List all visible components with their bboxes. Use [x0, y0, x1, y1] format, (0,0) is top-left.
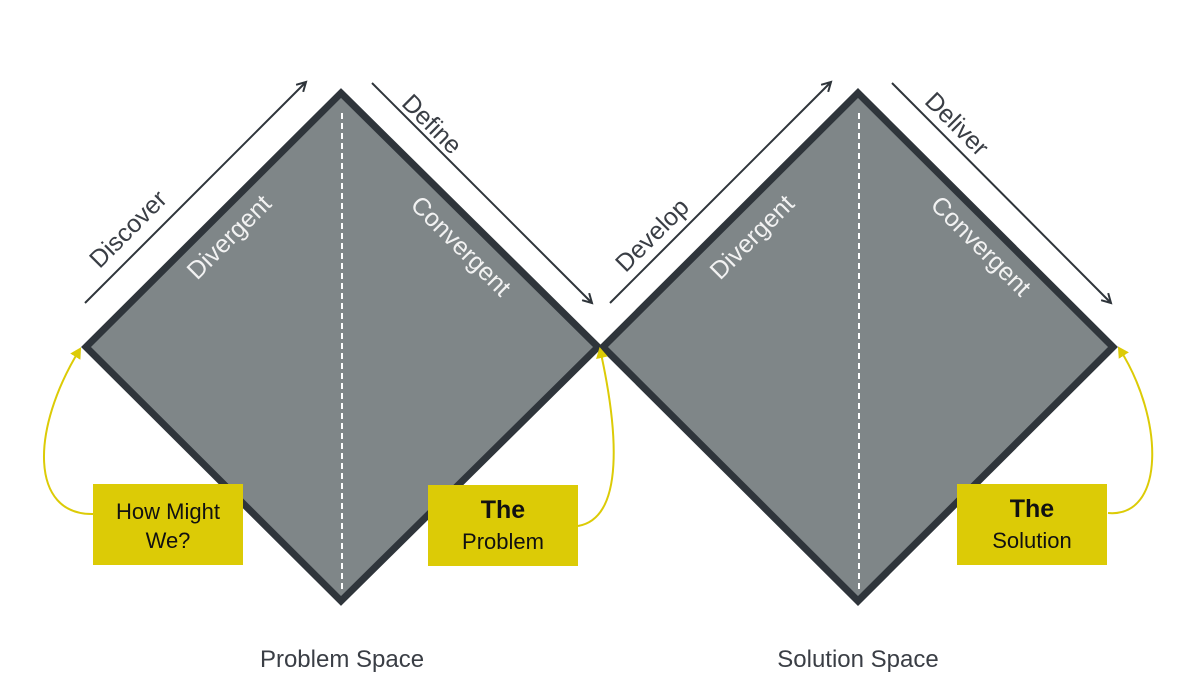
solution-note-line2: Solution — [992, 528, 1072, 553]
problem-note-line1: The — [481, 496, 526, 524]
the-solution-note: The Solution — [957, 484, 1107, 565]
problem-connector — [577, 347, 615, 527]
solution-connector — [1107, 346, 1154, 515]
define-arrow — [371, 82, 592, 303]
solution-space-label: Solution Space — [777, 646, 938, 673]
problem-space-label: Problem Space — [260, 646, 424, 673]
how-might-we-note: How Might We? — [93, 484, 243, 565]
discover-arrow — [84, 82, 306, 304]
deliver-label: Deliver — [919, 87, 994, 162]
hmw-connector — [43, 347, 94, 516]
the-problem-note: The Problem — [428, 485, 578, 566]
define-label: Define — [396, 89, 467, 160]
deliver-arrow — [891, 82, 1111, 303]
solution-note-line1: The — [1010, 495, 1055, 523]
develop-arrow — [609, 82, 831, 304]
hmw-note-line1: How Might — [116, 499, 220, 524]
problem-note-line2: Problem — [462, 529, 544, 554]
hmw-note-line2: We? — [146, 528, 191, 553]
